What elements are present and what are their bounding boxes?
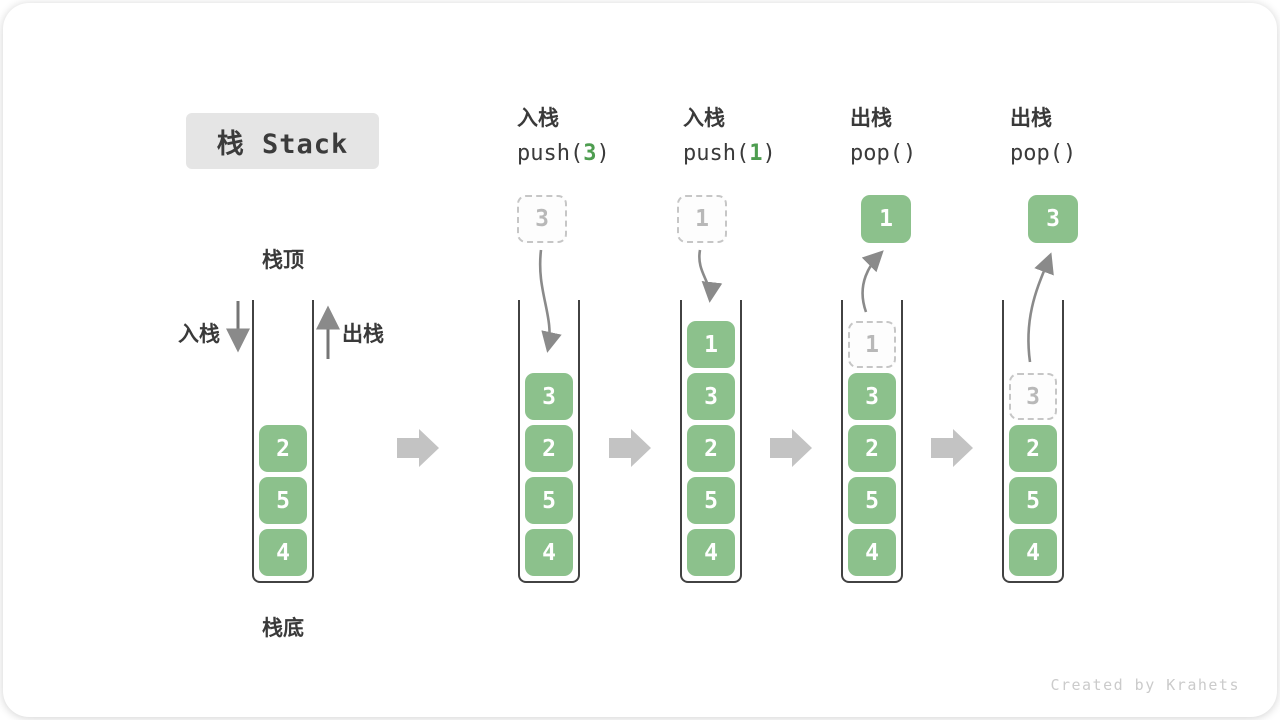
code-post: ) xyxy=(902,141,917,166)
code-post: ) xyxy=(762,141,776,166)
stack-cell: 5 xyxy=(1009,477,1057,524)
op-label-zh: 入栈 xyxy=(683,107,725,130)
stack-cells: 3 2 5 4 xyxy=(520,300,578,581)
stack-cell: 3 xyxy=(687,373,735,420)
stack-1: 2 5 4 xyxy=(252,300,314,583)
op-label-code: pop() xyxy=(850,141,1020,167)
code-arg: 3 xyxy=(583,141,597,166)
push-side-label: 入栈 xyxy=(178,323,220,346)
stack-cell: 2 xyxy=(525,425,573,472)
stack-cell: 5 xyxy=(525,477,573,524)
code-pre: pop( xyxy=(1010,141,1063,166)
stack-bottom-label: 栈底 xyxy=(262,617,304,640)
diagram-title: 栈 Stack xyxy=(186,113,379,169)
step-arrow-icon xyxy=(397,429,439,467)
step-arrow-icon xyxy=(770,429,812,467)
stack-cell: 2 xyxy=(687,425,735,472)
incoming-value-box: 3 xyxy=(517,195,567,243)
stack-5: 3 2 5 4 xyxy=(1002,300,1064,583)
popped-value-box: 3 xyxy=(1028,195,1078,243)
op-label-code: push(1) xyxy=(683,141,853,167)
pop-side-label: 出栈 xyxy=(342,323,384,346)
stack-cell: 4 xyxy=(525,529,573,576)
op-label-code: push(3) xyxy=(517,141,687,167)
stack-cells: 2 5 4 xyxy=(254,300,312,581)
stack-cell: 5 xyxy=(259,477,307,524)
op-label-zh: 出栈 xyxy=(1010,107,1052,130)
stack-cells: 1 3 2 5 4 xyxy=(682,300,740,581)
popped-value-box: 1 xyxy=(861,195,911,243)
code-pre: push( xyxy=(517,141,584,166)
stack-2: 3 2 5 4 xyxy=(518,300,580,583)
stack-cell: 2 xyxy=(1009,425,1057,472)
stack-cells: 1 3 2 5 4 xyxy=(843,300,901,581)
stack-cell-ghost: 3 xyxy=(1009,373,1057,420)
stack-4: 1 3 2 5 4 xyxy=(841,300,903,583)
code-pre: push( xyxy=(683,141,750,166)
watermark: Created by Krahets xyxy=(1050,676,1240,694)
op-label-zh: 出栈 xyxy=(850,107,892,130)
op-header-pop-3: 出栈 pop() xyxy=(1010,106,1180,167)
stack-cell: 4 xyxy=(1009,529,1057,576)
stack-cell: 2 xyxy=(259,425,307,472)
code-post: ) xyxy=(1062,141,1077,166)
stack-top-label: 栈顶 xyxy=(262,249,304,272)
op-label-code: pop() xyxy=(1010,141,1180,167)
stack-3: 1 3 2 5 4 xyxy=(680,300,742,583)
step-arrow-icon xyxy=(609,429,651,467)
step-arrow-icon xyxy=(931,429,973,467)
code-post: ) xyxy=(596,141,610,166)
incoming-value-box: 1 xyxy=(677,195,727,243)
stack-cell: 2 xyxy=(848,425,896,472)
stack-cells: 3 2 5 4 xyxy=(1004,300,1062,581)
stack-cell: 3 xyxy=(525,373,573,420)
op-header-push-3: 入栈 push(3) xyxy=(517,106,687,167)
stack-cell: 5 xyxy=(687,477,735,524)
code-arg: 1 xyxy=(749,141,763,166)
op-label-zh: 入栈 xyxy=(517,107,559,130)
stack-cell: 3 xyxy=(848,373,896,420)
code-pre: pop( xyxy=(850,141,903,166)
op-header-pop-1: 出栈 pop() xyxy=(850,106,1020,167)
stack-cell: 4 xyxy=(848,529,896,576)
stack-cell: 4 xyxy=(687,529,735,576)
op-header-push-1: 入栈 push(1) xyxy=(683,106,853,167)
stack-cell: 5 xyxy=(848,477,896,524)
stack-cell: 4 xyxy=(259,529,307,576)
stack-cell-ghost: 1 xyxy=(848,321,896,368)
stack-cell: 1 xyxy=(687,321,735,368)
push-arrow-icon xyxy=(698,249,723,303)
